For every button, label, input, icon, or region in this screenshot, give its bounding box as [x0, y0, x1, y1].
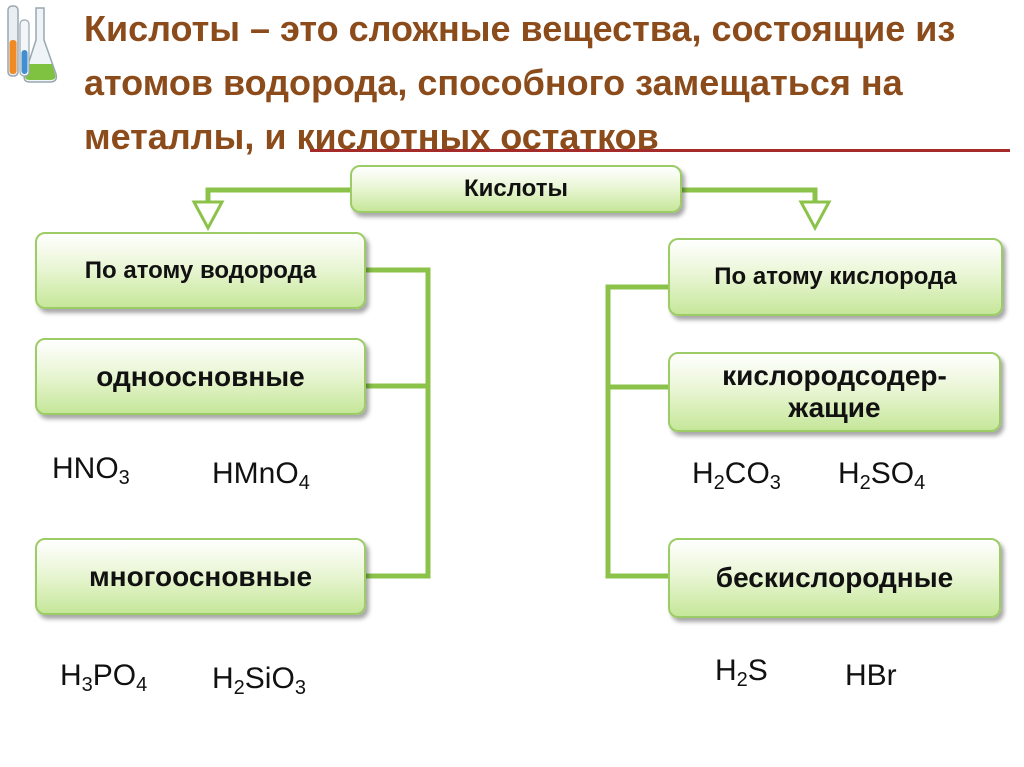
formula-text: SO	[871, 457, 914, 490]
left-cat1-box: одноосновные	[35, 338, 366, 415]
left-cat2-label: многоосновные	[89, 561, 312, 593]
formula: H2SiO3	[212, 662, 306, 700]
formula-subscript: 3	[119, 467, 130, 489]
connector-right-bracket	[608, 287, 668, 576]
left-cat1-label: одноосновные	[96, 361, 304, 393]
formula-text: H	[692, 457, 714, 490]
formula-subscript: 4	[136, 674, 147, 696]
formula-text: H	[838, 457, 860, 490]
formula-text: H	[212, 662, 234, 695]
formula: H2CO3	[692, 457, 781, 495]
formula-text: HNO	[52, 452, 119, 485]
right-cat2-box: бескислородные	[668, 538, 1001, 618]
right-cat1-line2: жащие	[722, 392, 947, 424]
formula: HNO3	[52, 452, 130, 490]
connector-root-left	[208, 190, 352, 202]
connector-root-right	[680, 190, 815, 202]
right-header-box: По атому кислорода	[668, 238, 1003, 316]
formula-subscript: 2	[860, 472, 871, 494]
formula-subscript: 2	[714, 472, 725, 494]
formula-text: HMnO	[212, 457, 299, 490]
formula-text: H	[715, 654, 737, 687]
left-cat2-box: многоосновные	[35, 538, 366, 615]
left-header-box: По атому водорода	[35, 232, 366, 309]
root-box: Кислоты	[350, 165, 682, 213]
formula-text: SiO	[245, 662, 295, 695]
formula: H2S	[715, 654, 768, 692]
right-header-label: По атому кислорода	[714, 263, 956, 291]
formula: H3PO4	[60, 659, 147, 697]
formula-subscript: 3	[770, 472, 781, 494]
formula-text: S	[748, 654, 768, 687]
formula-text: PO	[93, 659, 136, 692]
formula: H2SO4	[838, 457, 925, 495]
right-cat1-box: кислородсодер- жащие	[668, 352, 1001, 432]
formula-subscript: 4	[914, 472, 925, 494]
formula-text: HBr	[845, 659, 897, 692]
formula-subscript: 2	[234, 677, 245, 699]
formula-text: CO	[725, 457, 770, 490]
connector-left-bracket	[366, 270, 428, 576]
root-label: Кислоты	[464, 175, 568, 203]
right-cat2-label: бескислородные	[716, 562, 953, 594]
right-cat1-label: кислородсодер- жащие	[722, 360, 947, 424]
formula: HMnO4	[212, 457, 310, 495]
right-cat1-line1: кислородсодер-	[722, 360, 947, 392]
formula-text: H	[60, 659, 82, 692]
formula-subscript: 3	[295, 677, 306, 699]
formula-subscript: 3	[82, 674, 93, 696]
formula-subscript: 2	[737, 669, 748, 691]
arrow-right-icon	[801, 202, 829, 228]
formula-subscript: 4	[299, 472, 310, 494]
left-header-label: По атому водорода	[85, 257, 316, 285]
formula: HBr	[845, 659, 897, 693]
arrow-left-icon	[194, 202, 222, 228]
